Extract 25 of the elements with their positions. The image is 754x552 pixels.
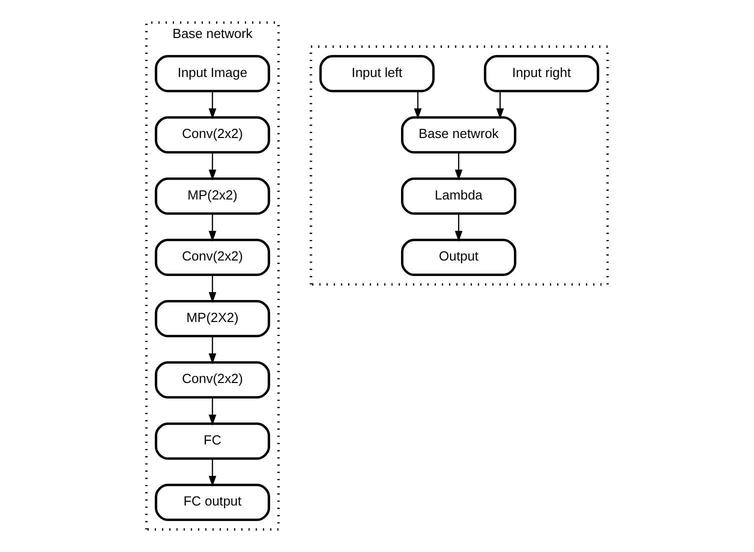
- node-box: FC output: [154, 484, 270, 521]
- node-box: Base netwrok: [401, 116, 516, 154]
- node-box: Input left: [319, 55, 435, 92]
- node-box: MP(2x2): [154, 178, 270, 215]
- node-box: Output: [401, 238, 516, 276]
- arrow: [208, 336, 216, 364]
- arrow: [208, 91, 216, 120]
- arrow: [208, 214, 216, 242]
- arrow: [454, 152, 462, 180]
- node-box: FC: [154, 422, 270, 460]
- node-box: Input right: [484, 55, 600, 92]
- arrow: [208, 458, 216, 487]
- cluster: [310, 45, 609, 286]
- arrow: [454, 214, 462, 242]
- node-box: Conv(2x2): [154, 238, 270, 276]
- arrow: [496, 91, 504, 120]
- arrow: [208, 398, 216, 426]
- node-box: Lambda: [401, 178, 516, 215]
- arrow: [208, 152, 216, 180]
- node-box: MP(2X2): [154, 300, 270, 338]
- node-box: Conv(2x2): [154, 361, 270, 398]
- node-box: Conv(2x2): [154, 116, 270, 154]
- arrow: [208, 275, 216, 303]
- node-box: Input Image: [154, 55, 270, 92]
- arrow: [414, 91, 422, 120]
